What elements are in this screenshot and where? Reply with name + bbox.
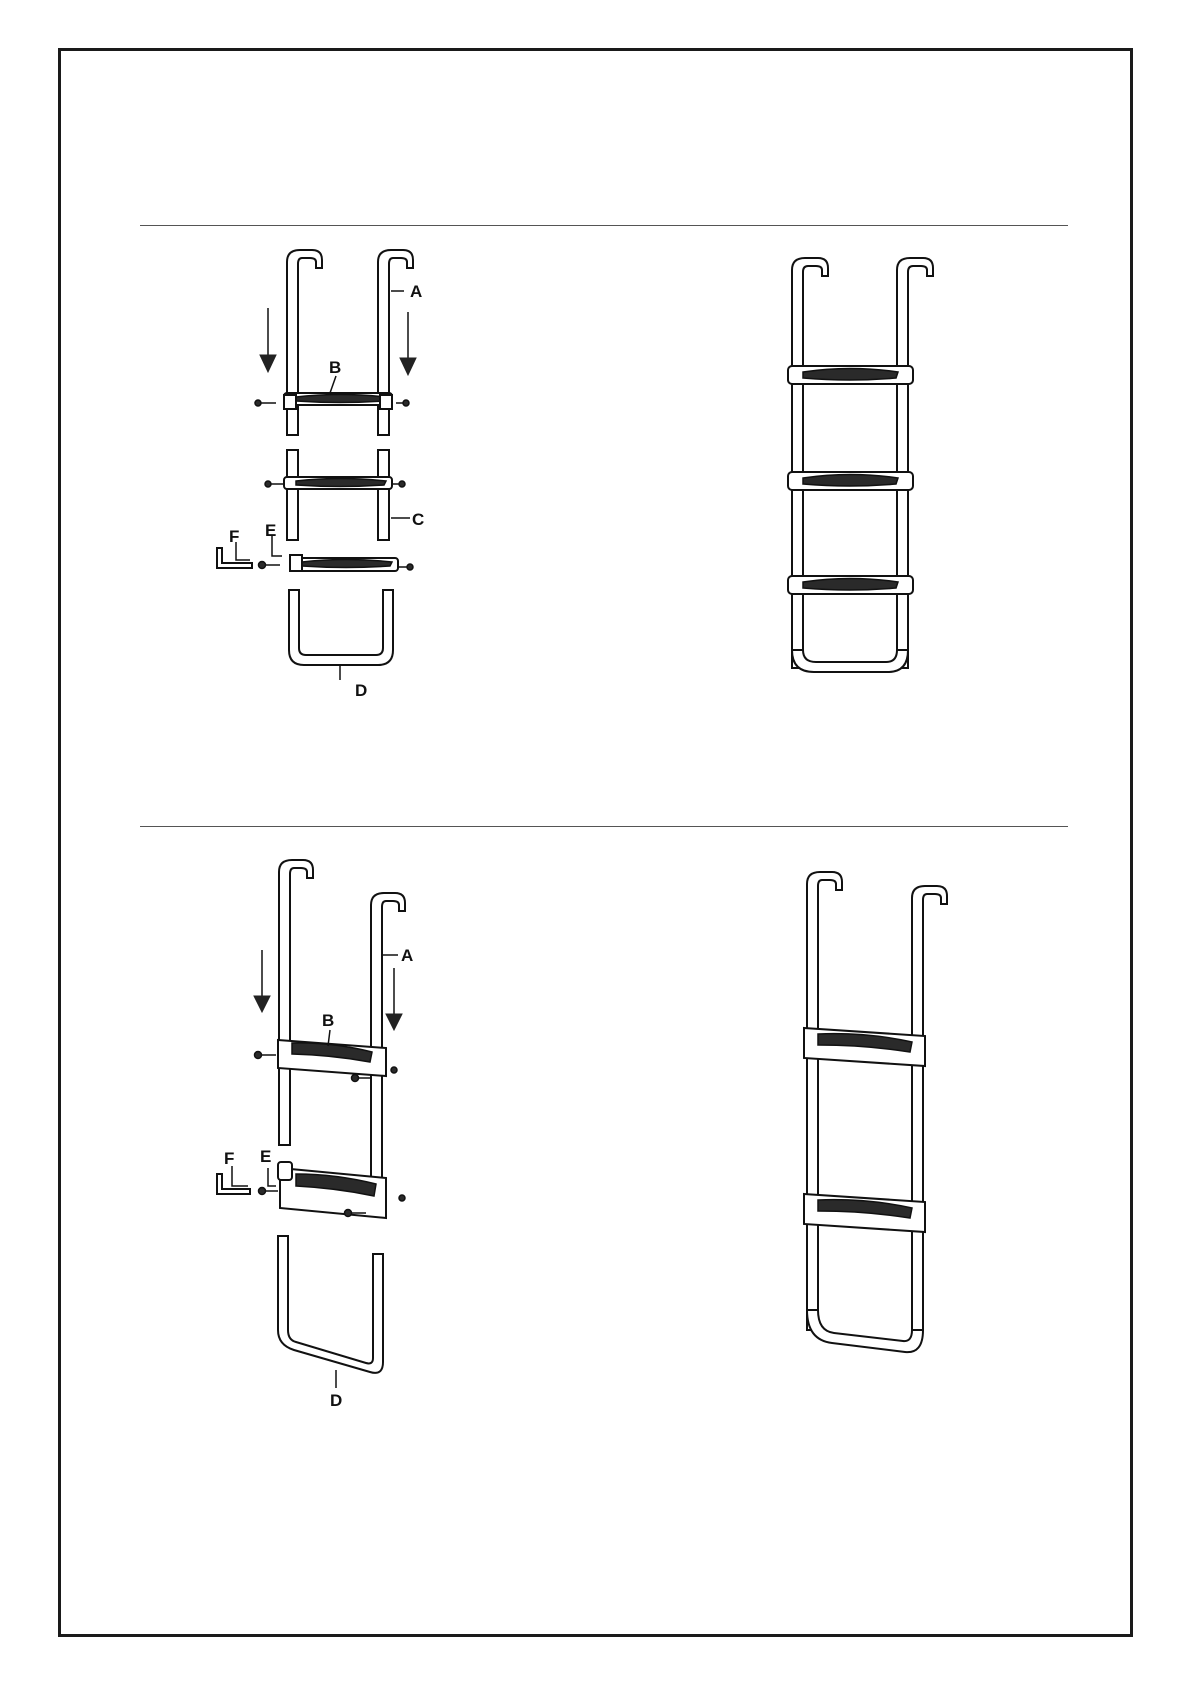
label-a: A bbox=[401, 946, 413, 965]
upright-tube-a bbox=[287, 250, 413, 435]
step-b bbox=[278, 1040, 386, 1076]
label-f: F bbox=[224, 1149, 234, 1168]
exploded-view-3-step: A B C D E F bbox=[217, 250, 424, 700]
ladder-step bbox=[788, 472, 913, 490]
allen-key-f bbox=[217, 1174, 250, 1194]
bottom-step bbox=[290, 555, 398, 571]
base-u-tube-d bbox=[289, 590, 393, 665]
label-c: C bbox=[412, 510, 424, 529]
label-d: D bbox=[355, 681, 367, 700]
label-e: E bbox=[260, 1147, 271, 1166]
assembled-ladder-3-step bbox=[788, 258, 933, 672]
label-f: F bbox=[229, 527, 239, 546]
bolt-e bbox=[259, 1188, 279, 1195]
bottom-step bbox=[278, 1162, 386, 1218]
ladder-step bbox=[804, 1194, 925, 1232]
allen-key-f bbox=[217, 548, 252, 568]
label-e: E bbox=[265, 521, 276, 540]
base-u-tube-d bbox=[278, 1236, 383, 1373]
label-a: A bbox=[410, 282, 422, 301]
exploded-view-2-step: A B D E F bbox=[217, 860, 413, 1410]
label-b: B bbox=[322, 1011, 334, 1030]
bolt-e bbox=[259, 562, 281, 569]
assembled-ladder-2-step bbox=[804, 872, 947, 1352]
step-b bbox=[284, 393, 392, 409]
ladder-step bbox=[788, 576, 913, 594]
ladder-step bbox=[804, 1028, 925, 1066]
ladder-step bbox=[788, 366, 913, 384]
label-d: D bbox=[330, 1391, 342, 1410]
label-b: B bbox=[329, 358, 341, 377]
middle-tube-c bbox=[284, 450, 392, 540]
